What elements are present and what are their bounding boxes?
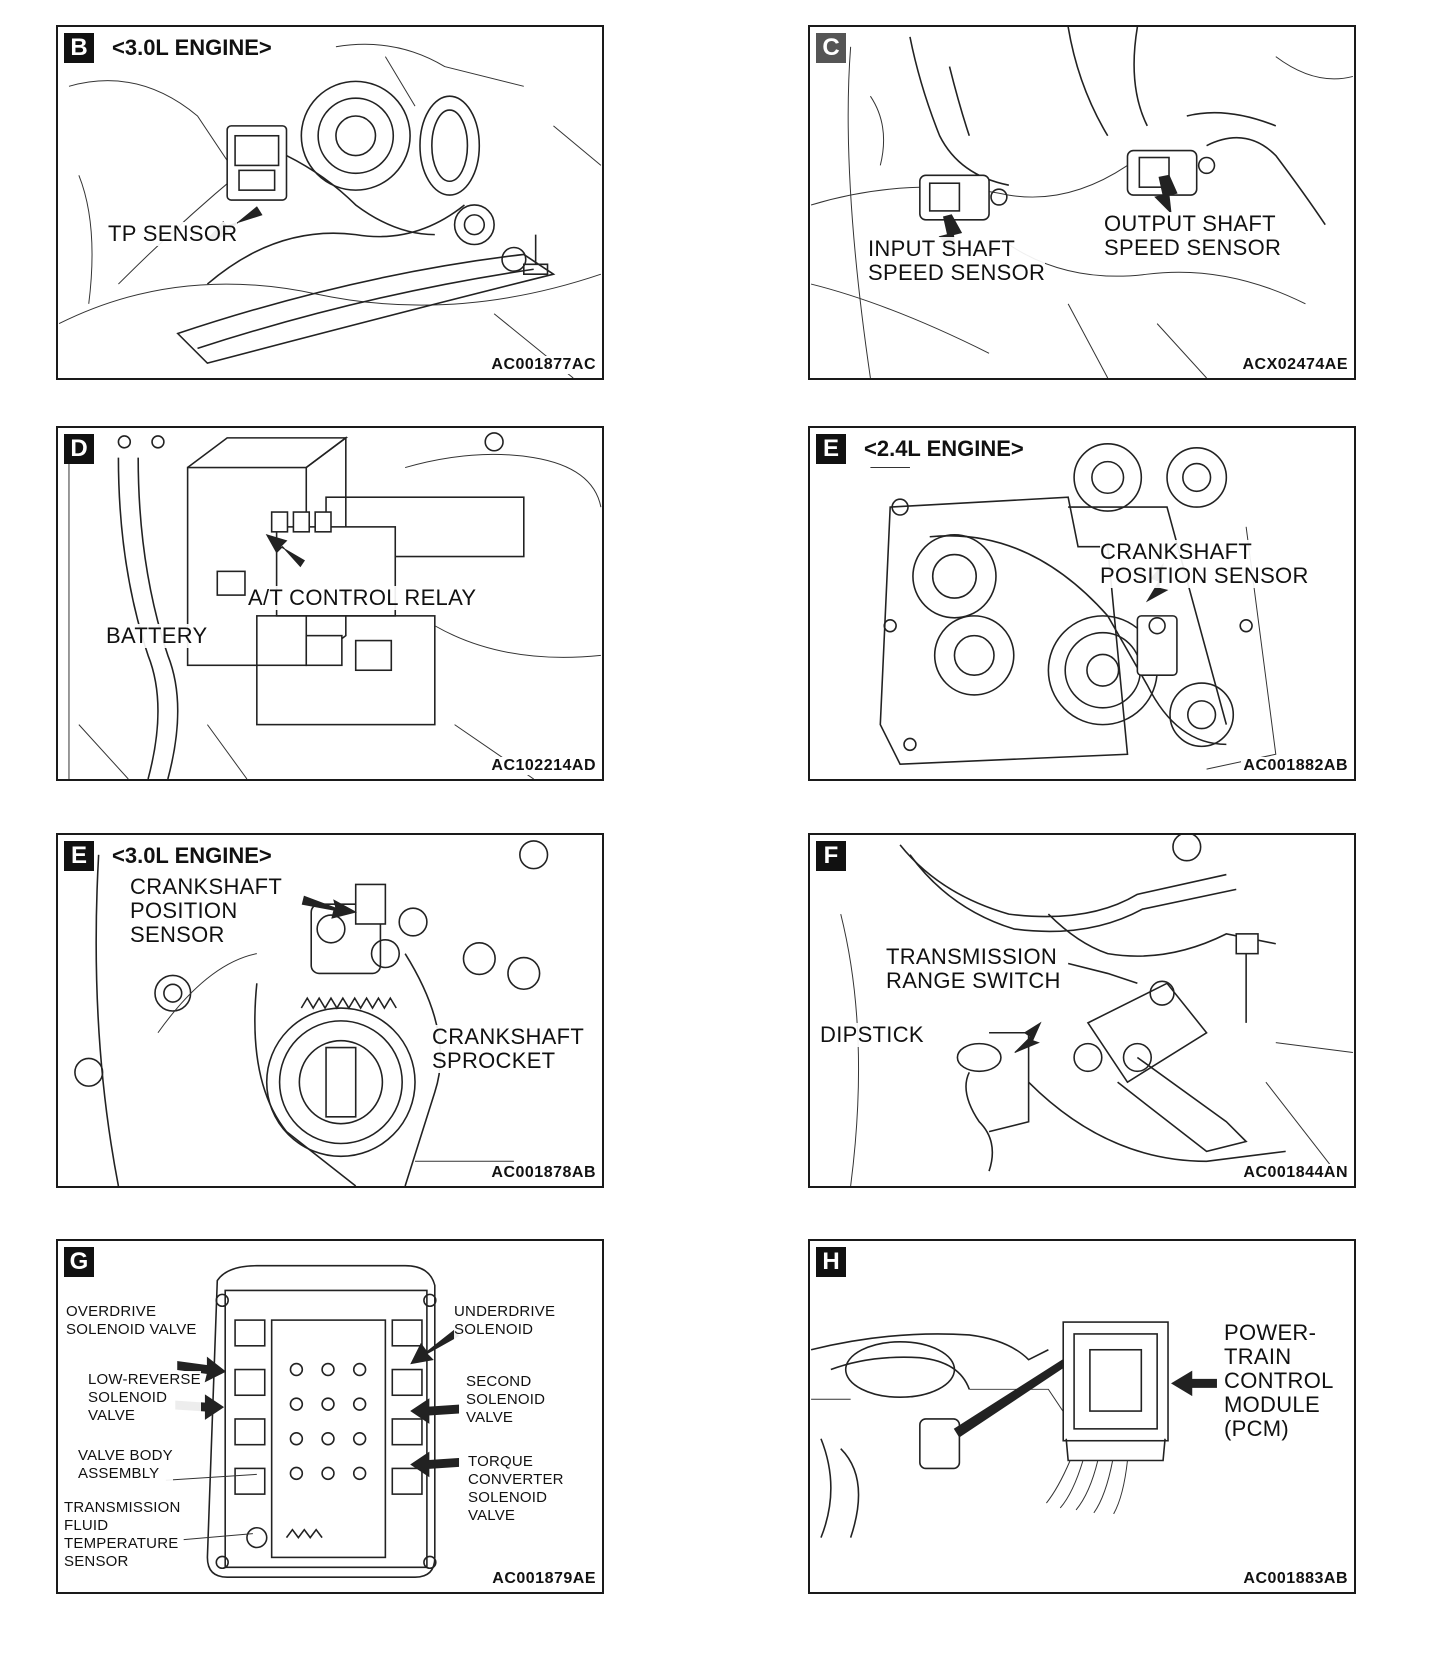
dipstick-label: DIPSTICK <box>820 1022 924 1047</box>
panel-h-letter-badge: H <box>816 1247 846 1277</box>
panel-b-illustration <box>58 43 602 378</box>
panel-b-letter-badge: B <box>64 33 94 63</box>
at-control-relay-label: A/T CONTROL RELAY <box>248 585 477 610</box>
panel-e1-figure-code: AC001882AB <box>1241 757 1350 775</box>
panel-d-letter-badge: D <box>64 434 94 464</box>
transmission-fluid-temperature-sensor-label: TRANSMISSION FLUID TEMPERATURE SENSOR <box>64 1499 181 1571</box>
panel-h-powertrain-control-module: H POWER- TRAIN CONTROL MODULE (PCM) AC00… <box>808 1239 1356 1594</box>
second-solenoid-valve-label: SECOND SOLENOID VALVE <box>466 1373 546 1427</box>
panel-d-at-control-relay: D A/T CONTROL RELAY BATTERY AC102214AD <box>56 426 604 781</box>
crankshaft-sprocket-label: CRANKSHAFT SPROCKET <box>432 1024 585 1073</box>
panel-g-valve-body-solenoids: G OVERDRIVE SOLENOID VALVE LOW-REVERSE S… <box>56 1239 604 1594</box>
panel-c-letter-badge: C <box>816 33 846 63</box>
panel-f-letter-badge: F <box>816 841 846 871</box>
underdrive-solenoid-label: UNDERDRIVE SOLENOID <box>454 1303 556 1339</box>
transmission-range-switch-label: TRANSMISSION RANGE SWITCH <box>886 944 1061 993</box>
panel-g-figure-code: AC001879AE <box>490 1570 598 1588</box>
panel-f-figure-code: AC001844AN <box>1241 1164 1350 1182</box>
crankshaft-position-sensor-label-2-4l: CRANKSHAFT POSITION SENSOR <box>1100 539 1309 588</box>
panel-d-figure-code: AC102214AD <box>489 757 598 775</box>
panel-e2-illustration <box>74 840 549 1186</box>
panel-e-2-4l-crankshaft-sensor: E <2.4L ENGINE> CRANKSHAFT POSITION SENS… <box>808 426 1356 781</box>
panel-g-letter-badge: G <box>64 1247 94 1277</box>
crankshaft-position-sensor-label-3-0l: CRANKSHAFT POSITION SENSOR <box>130 874 283 947</box>
panel-c-illustration <box>810 27 1354 378</box>
torque-converter-solenoid-valve-label: TORQUE CONVERTER SOLENOID VALVE <box>468 1453 564 1525</box>
panel-e2-figure-code: AC001878AB <box>489 1164 598 1182</box>
panel-h-figure-code: AC001883AB <box>1241 1570 1350 1588</box>
low-reverse-solenoid-valve-label: LOW-REVERSE SOLENOID VALVE <box>88 1371 201 1425</box>
valve-body-assembly-label: VALVE BODY ASSEMBLY <box>78 1447 173 1483</box>
panel-e-3-0l-crankshaft-sensor: E <3.0L ENGINE> CRANKSHAFT POSITION SENS… <box>56 833 604 1188</box>
powertrain-control-module-label: POWER- TRAIN CONTROL MODULE (PCM) <box>1224 1320 1334 1441</box>
panel-c-speed-sensors: C INPUT SHAFT SPEED SENSOR OUTPUT SHAFT … <box>808 25 1356 380</box>
panel-e1-engine-label: <2.4L ENGINE> <box>860 434 1028 464</box>
panel-e1-letter-badge: E <box>816 434 846 464</box>
output-shaft-speed-sensor-label: OUTPUT SHAFT SPEED SENSOR <box>1104 211 1282 260</box>
battery-label: BATTERY <box>106 623 208 648</box>
panel-f-illustration <box>840 835 1353 1186</box>
panel-b-engine-label: <3.0L ENGINE> <box>108 33 276 63</box>
panel-e1-illustration <box>870 443 1277 770</box>
panel-e2-letter-badge: E <box>64 841 94 871</box>
tp-sensor-label: TP SENSOR <box>108 221 238 246</box>
panel-e2-engine-label: <3.0L ENGINE> <box>108 841 276 871</box>
overdrive-solenoid-valve-label: OVERDRIVE SOLENOID VALVE <box>66 1303 197 1339</box>
panel-b-tp-sensor: B <3.0L ENGINE> TP SENSOR AC001877AC <box>56 25 604 380</box>
panel-f-transmission-range-switch: F TRANSMISSION RANGE SWITCH DIPSTICK AC0… <box>808 833 1356 1188</box>
input-shaft-speed-sensor-label: INPUT SHAFT SPEED SENSOR <box>868 236 1046 285</box>
panel-c-figure-code: ACX02474AE <box>1240 356 1350 374</box>
panel-h-illustration <box>810 1321 1217 1538</box>
panel-b-figure-code: AC001877AC <box>489 356 598 374</box>
